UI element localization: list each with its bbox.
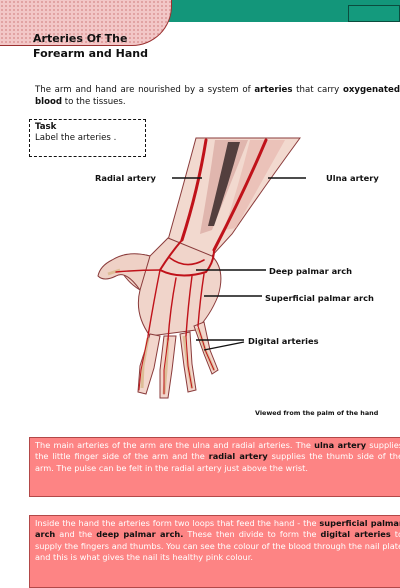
intro-paragraph: The arm and hand are nourished by a syst… [35, 85, 400, 108]
info-bold-digital: digital arteries [321, 529, 391, 539]
info-text: and the [55, 529, 96, 539]
label-deep-palmar-arch: Deep palmar arch [269, 266, 352, 276]
page-title: Arteries Of The Forearm and Hand [33, 32, 148, 61]
intro-text: The arm and hand are nourished by a syst… [35, 85, 254, 95]
label-superficial-palmar-arch: Superficial palmar arch [265, 293, 374, 303]
page-title-line1: Arteries Of The [33, 32, 127, 45]
intro-bold-arteries: arteries [254, 85, 292, 95]
label-digital-arteries: Digital arteries [248, 336, 319, 346]
info-box-main-arteries: The main arteries of the arm are the uln… [29, 437, 400, 497]
page-title-line2: Forearm and Hand [33, 47, 148, 60]
info-bold-ulna: ulna artery [314, 440, 366, 450]
info-bold-radial: radial artery [209, 451, 268, 461]
label-radial-artery: Radial artery [95, 173, 156, 183]
intro-text: that carry [292, 85, 342, 95]
info-box-palmar-arches: Inside the hand the arteries form two lo… [29, 515, 400, 588]
info-bold-deep: deep palmar arch. [96, 529, 183, 539]
label-ulna-artery: Ulna artery [326, 173, 379, 183]
info-text: Inside the hand the arteries form two lo… [35, 518, 319, 528]
arm-skin [98, 138, 300, 336]
intro-text: to the tissues. [62, 97, 126, 107]
header-slot [348, 5, 400, 22]
info-text: These then divide to form the [183, 529, 320, 539]
illustration-caption: Viewed from the palm of the hand [255, 409, 378, 417]
info-text: The main arteries of the arm are the uln… [35, 440, 314, 450]
